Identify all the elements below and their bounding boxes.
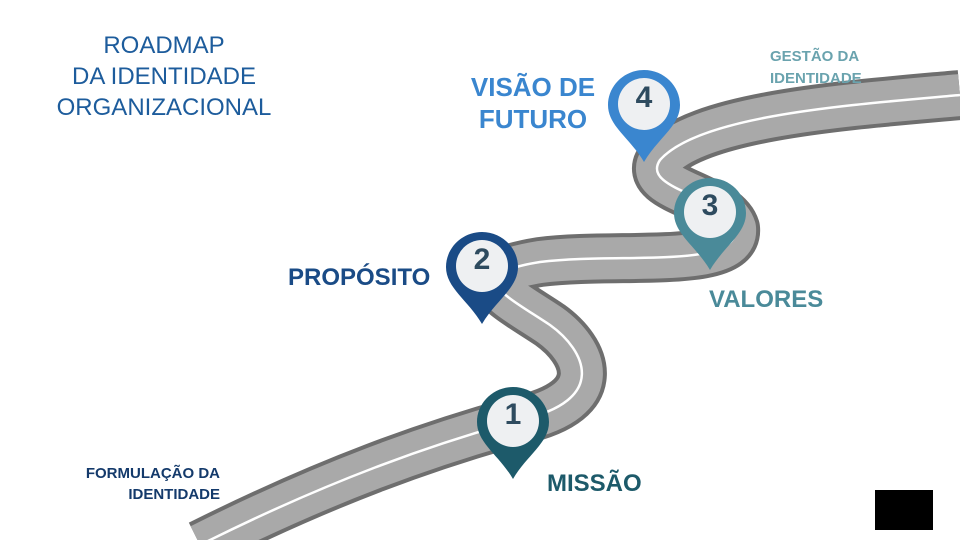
end-label-line-1: GESTÃO DA xyxy=(770,48,860,65)
milestone-label-3: VALORES xyxy=(709,286,824,313)
milestone-number-4: 4 xyxy=(635,81,653,114)
milestone-label-2: PROPÓSITO xyxy=(288,264,431,291)
start-label: FORMULAÇÃO DA IDENTIDADE xyxy=(40,463,220,505)
title-line-3: ORGANIZACIONAL xyxy=(56,94,272,121)
milestone-pin-3: 3 xyxy=(672,176,748,272)
end-label: GESTÃO DA IDENTIDADE xyxy=(770,46,862,90)
title-line-1: ROADMAP xyxy=(103,32,225,59)
map-pin-icon xyxy=(608,70,680,162)
milestone-number-2: 2 xyxy=(473,243,491,276)
roadmap-title: ROADMAP DA IDENTIDADE ORGANIZACIONAL xyxy=(40,30,288,123)
milestone-pin-1: 1 xyxy=(475,385,551,481)
start-label-line-2: IDENTIDADE xyxy=(128,486,220,503)
milestone-pin-4: 4 xyxy=(606,68,682,164)
map-pin-icon xyxy=(674,178,746,270)
end-label-line-2: IDENTIDADE xyxy=(770,70,862,87)
milestone-label-1: MISSÃO xyxy=(547,470,642,497)
milestone-label-4: VISÃO DE FUTURO xyxy=(468,71,598,135)
map-pin-icon xyxy=(477,387,549,479)
milestone-pin-2: 2 xyxy=(444,230,520,326)
black-box xyxy=(875,490,933,530)
milestone-number-3: 3 xyxy=(701,189,719,222)
map-pin-icon xyxy=(446,232,518,324)
milestone-label-4-line-1: VISÃO DE xyxy=(470,72,596,102)
milestone-number-1: 1 xyxy=(504,398,522,431)
milestone-label-4-line-2: FUTURO xyxy=(478,104,588,134)
title-line-2: DA IDENTIDADE xyxy=(71,63,257,90)
start-label-line-1: FORMULAÇÃO DA xyxy=(85,465,220,482)
